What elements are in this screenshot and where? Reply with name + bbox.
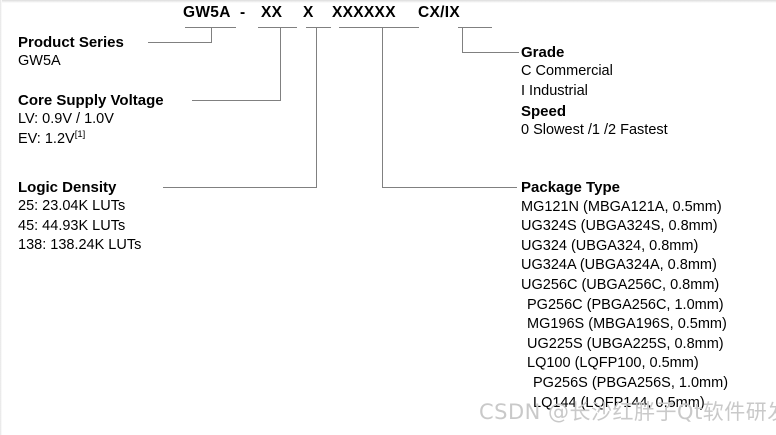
part-number-string: GW5A - XX X XXXXXX CX/IX bbox=[183, 4, 460, 26]
block-grade: Grade C Commercial I Industrial Speed 0 … bbox=[521, 43, 668, 141]
package-type-option-pg256s: PG256S (PBGA256S, 1.0mm) bbox=[533, 374, 729, 391]
package-type-option-ug324a: UG324A (UBGA324A, 0.8mm) bbox=[521, 257, 717, 274]
leader-vline-grade bbox=[462, 27, 464, 53]
underline-voltage bbox=[306, 27, 331, 29]
package-type-option-ug324: UG324 (UBGA324, 0.8mm) bbox=[521, 237, 699, 254]
logic-density-option-138: 138: 138.24K LUTs bbox=[18, 237, 142, 253]
speed-option-range: 0 Slowest /1 /2 Fastest bbox=[521, 122, 668, 138]
part-number-segment-package: XXXXXX bbox=[332, 4, 396, 21]
package-type-option-lq100: LQ100 (LQFP100, 0.5mm) bbox=[527, 355, 699, 372]
core-supply-voltage-lv: LV: 0.9V / 1.0V bbox=[18, 111, 114, 127]
part-number-segment-voltage: X bbox=[303, 4, 314, 21]
part-number-segment-dash: - bbox=[240, 4, 246, 21]
package-type-option-mg196s: MG196S (MBGA196S, 0.5mm) bbox=[527, 316, 727, 333]
block-product-series: Product Series GW5A bbox=[18, 33, 124, 72]
leader-vline-package-type bbox=[382, 27, 384, 188]
speed-title: Speed bbox=[521, 103, 567, 120]
block-package-type: Package Type MG121N (MBGA121A, 0.5mm) UG… bbox=[521, 178, 728, 413]
underline-package bbox=[339, 27, 419, 29]
grade-option-industrial: I Industrial bbox=[521, 82, 588, 99]
underline-grade-speed bbox=[458, 27, 492, 29]
leader-hline-logic-density bbox=[163, 187, 317, 189]
block-core-supply-voltage: Core Supply Voltage LV: 0.9V / 1.0V EV: … bbox=[18, 91, 164, 149]
grade-title: Grade bbox=[521, 44, 565, 61]
leader-hline-package-type bbox=[382, 187, 517, 189]
leader-hline-core-supply-voltage bbox=[192, 100, 281, 102]
block-logic-density: Logic Density 25: 23.04K LUTs 45: 44.93K… bbox=[18, 178, 141, 256]
leader-vline-product-series bbox=[211, 27, 213, 43]
underline-density bbox=[258, 27, 297, 29]
package-type-option-ug225s: UG225S (UBGA225S, 0.8mm) bbox=[527, 335, 724, 352]
leader-vline-core-supply-voltage bbox=[280, 27, 282, 101]
core-supply-voltage-title: Core Supply Voltage bbox=[18, 92, 164, 109]
underline-series bbox=[185, 27, 236, 29]
package-type-title: Package Type bbox=[521, 179, 620, 196]
leader-hline-grade bbox=[462, 52, 519, 54]
core-supply-voltage-ev: EV: 1.2V[1] bbox=[18, 128, 164, 150]
leader-vline-logic-density bbox=[316, 27, 318, 188]
part-number-segment-grade-speed: CX/IX bbox=[418, 4, 460, 21]
package-type-option-lq144: LQ144 (LQFP144, 0.5mm) bbox=[533, 394, 705, 411]
product-series-value: GW5A bbox=[18, 53, 61, 69]
package-type-option-mg121n: MG121N (MBGA121A, 0.5mm) bbox=[521, 198, 722, 215]
leader-hline-product-series bbox=[148, 42, 212, 44]
logic-density-option-25: 25: 23.04K LUTs bbox=[18, 198, 126, 214]
package-type-option-ug256c: UG256C (UBGA256C, 0.8mm) bbox=[521, 276, 720, 293]
logic-density-option-45: 45: 44.93K LUTs bbox=[18, 217, 126, 234]
package-type-option-pg256c: PG256C (PBGA256C, 1.0mm) bbox=[527, 296, 724, 313]
footnote-marker: [1] bbox=[74, 128, 86, 140]
logic-density-title: Logic Density bbox=[18, 179, 117, 196]
product-series-title: Product Series bbox=[18, 34, 124, 51]
core-supply-voltage-ev-text: EV: 1.2V bbox=[18, 130, 75, 147]
package-type-option-ug324s: UG324S (UBGA324S, 0.8mm) bbox=[521, 218, 718, 235]
part-number-segment-series: GW5A bbox=[183, 4, 231, 21]
part-number-segment-density: XX bbox=[261, 4, 283, 21]
grade-option-commercial: C Commercial bbox=[521, 63, 613, 79]
